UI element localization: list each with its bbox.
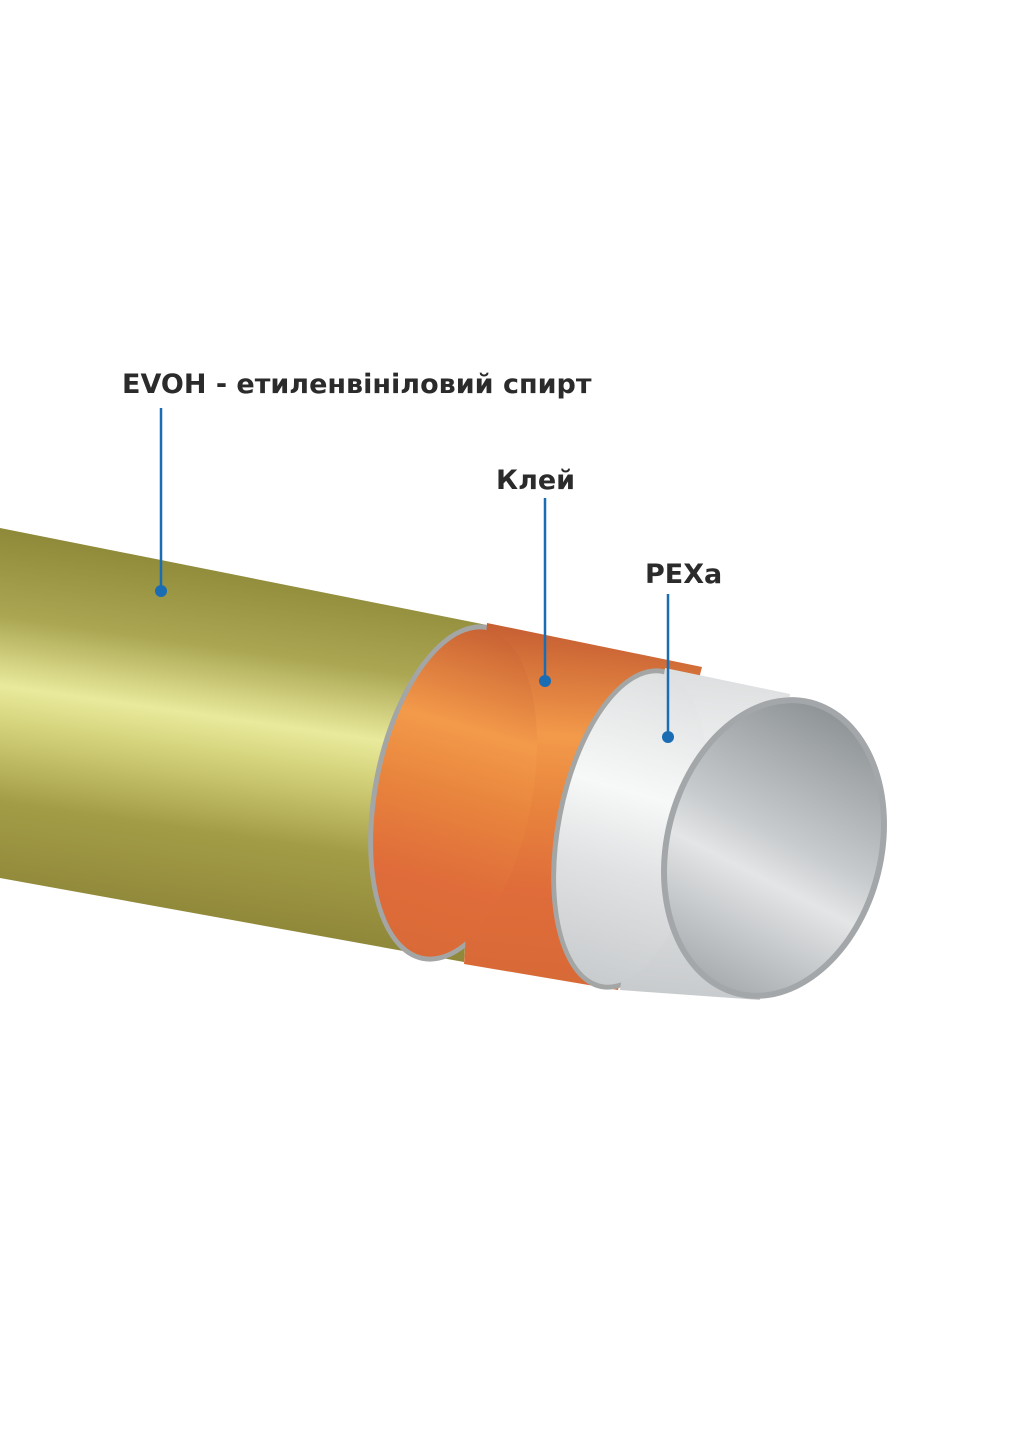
glue-layer-front — [373, 629, 537, 957]
label-evoh: EVOH - етиленвініловий спирт — [122, 369, 592, 400]
leader-pexa — [662, 594, 674, 743]
label-glue: Клей — [496, 465, 575, 496]
leader-evoh — [155, 408, 167, 597]
pipe-opening — [667, 703, 881, 993]
label-pexa: PEXa — [645, 559, 722, 590]
evoh-layer — [0, 528, 487, 962]
leader-glue — [539, 498, 551, 687]
